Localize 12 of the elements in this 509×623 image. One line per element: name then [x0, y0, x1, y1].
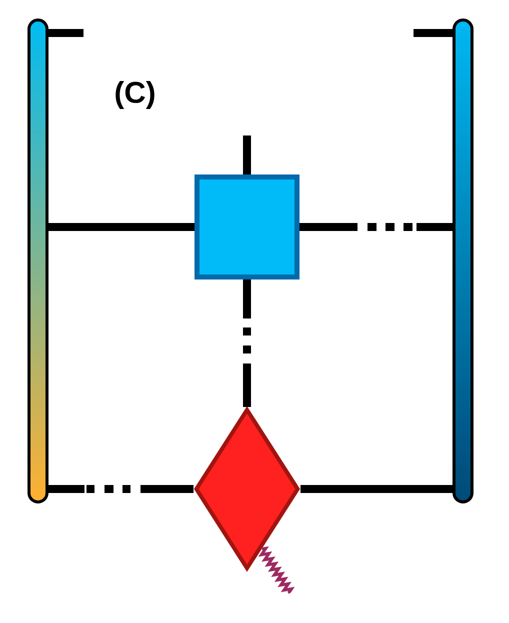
- line: [48, 29, 84, 37]
- line: [300, 485, 452, 493]
- bar: [452, 18, 474, 504]
- panel-label: (C): [116, 81, 154, 109]
- line: [48, 223, 194, 231]
- square: [194, 174, 300, 280]
- line: [243, 136, 251, 174]
- line: [243, 280, 251, 407]
- line: [300, 223, 452, 231]
- line: [48, 485, 194, 493]
- line: [414, 29, 452, 37]
- bar: [28, 18, 48, 504]
